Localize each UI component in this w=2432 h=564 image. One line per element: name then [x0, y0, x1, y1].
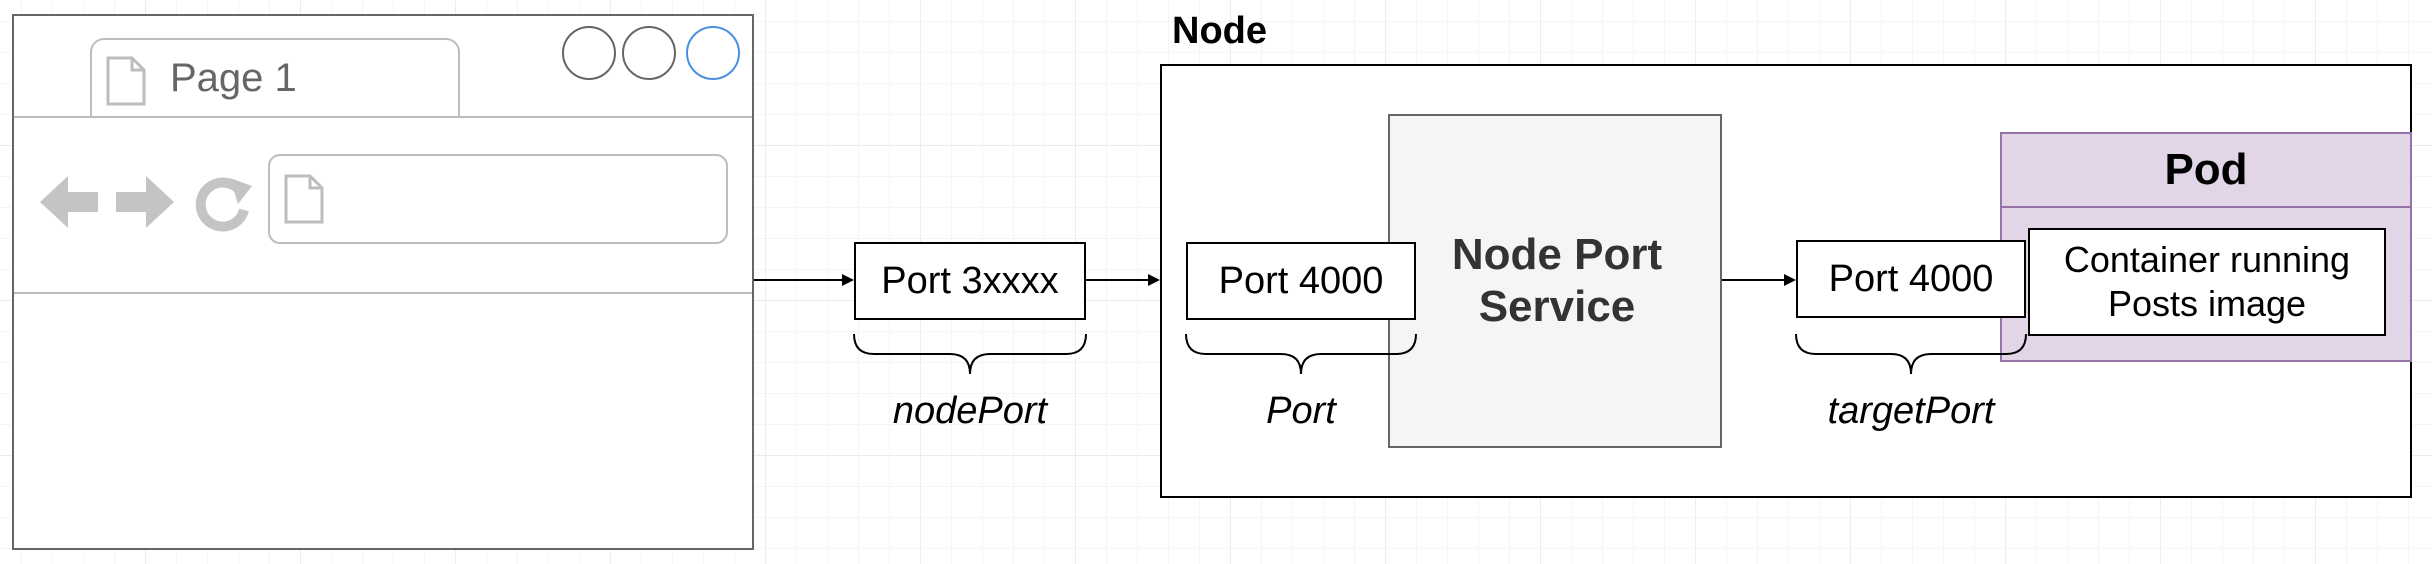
- node-port-brace: [853, 333, 1087, 375]
- pod-title: Pod: [2164, 145, 2248, 194]
- address-page-icon: [284, 174, 324, 224]
- service-port-label: Port: [1266, 389, 1336, 432]
- toolbar-divider: [14, 292, 752, 294]
- service-label: Node Port Service: [1451, 230, 1663, 331]
- service-port-brace: [1185, 333, 1417, 375]
- target-port-label: targetPort: [1827, 389, 1995, 432]
- service-port-box: Port 4000: [1186, 242, 1416, 320]
- back-arrow-icon[interactable]: [38, 172, 100, 232]
- node-port-box: Port 3xxxx: [854, 242, 1086, 320]
- node-title: Node: [1172, 10, 1267, 52]
- target-port-box: Port 4000: [1796, 240, 2026, 318]
- tab-label: Page 1: [170, 56, 297, 100]
- container-label: Container running Posts image: [2063, 239, 2351, 324]
- node-port-label: nodePort: [892, 389, 1048, 432]
- container-box: Container running Posts image: [2028, 228, 2386, 336]
- node-port-service: Node Port Service: [1388, 114, 1722, 448]
- window-button-close[interactable]: [562, 26, 616, 80]
- window-button-minimize[interactable]: [622, 26, 676, 80]
- page-icon: [106, 56, 146, 106]
- reload-icon[interactable]: [192, 172, 254, 232]
- window-button-maximize[interactable]: [686, 26, 740, 80]
- tabbar-divider: [14, 116, 752, 118]
- target-port-brace: [1795, 333, 2027, 375]
- browser-tab[interactable]: [90, 38, 460, 118]
- pod-header-divider: [2002, 206, 2410, 208]
- address-bar[interactable]: [268, 154, 728, 244]
- forward-arrow-icon[interactable]: [114, 172, 176, 232]
